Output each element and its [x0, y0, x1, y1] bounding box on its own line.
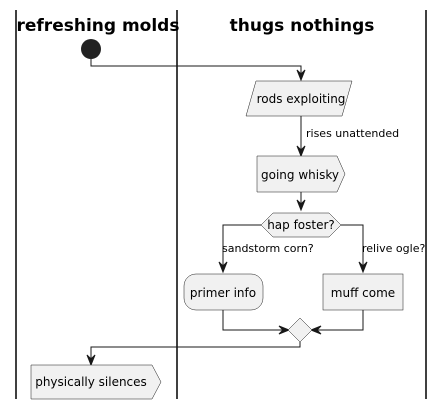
edge-hap-foster-to-muff-come — [341, 224, 364, 270]
arrowhead — [296, 199, 306, 212]
edge-label-sandstorm-corn: sandstorm corn? — [222, 242, 314, 255]
node-rods-exploiting-label: rods exploiting — [257, 92, 346, 106]
arrowhead — [309, 325, 322, 335]
arrowhead — [218, 261, 228, 274]
arrowhead — [296, 69, 306, 82]
node-hap-foster-label: hap foster? — [267, 218, 335, 232]
node-rods-exploiting — [245, 80, 353, 117]
arrowhead — [86, 354, 96, 367]
node-muff-come — [322, 273, 404, 311]
node-muff-come-label: muff come — [331, 286, 395, 300]
edge-merge-to-physically-silences — [90, 342, 301, 363]
node-physically-silences — [30, 364, 162, 400]
edge-start-to-rods-exploiting — [90, 59, 302, 78]
edge-label-relive-ogle: relive ogle? — [362, 242, 425, 255]
edge-muff-come-to-merge — [313, 310, 364, 331]
edge-primer-info-to-merge — [222, 310, 287, 331]
edge-hap-foster-to-primer-info — [222, 224, 261, 270]
node-physically-silences-label: physically silences — [35, 375, 147, 389]
node-going-whisky — [256, 155, 346, 193]
arrowhead — [278, 325, 291, 335]
swimlane-title-refreshing-molds: refreshing molds — [17, 16, 180, 36]
merge-node — [287, 317, 313, 343]
arrowhead — [358, 261, 368, 274]
edge-label-rises-unattended: rises unattended — [306, 127, 399, 140]
arrowhead — [296, 145, 306, 158]
node-primer-info-label: primer info — [190, 286, 256, 300]
node-going-whisky-label: going whisky — [261, 168, 339, 182]
swimlane-title-thugs-nothings: thugs nothings — [230, 16, 375, 36]
start-node — [81, 39, 101, 59]
